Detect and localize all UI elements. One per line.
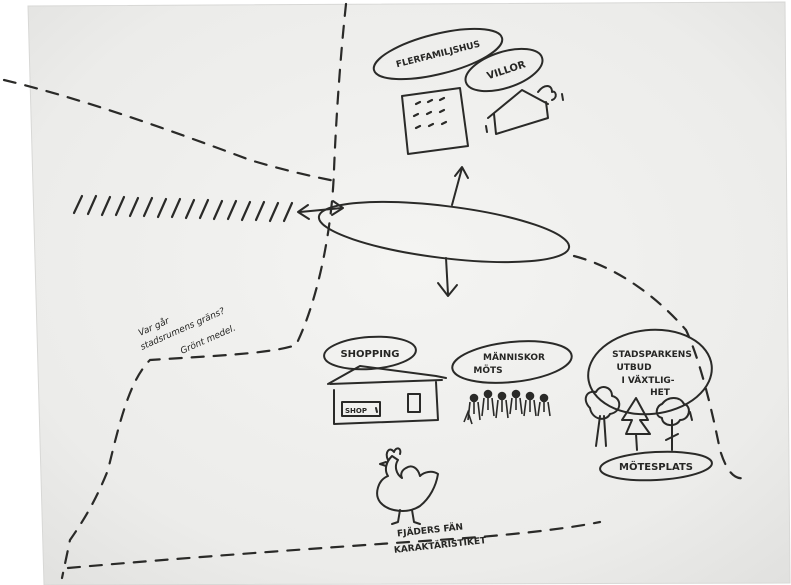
label-mots: MÖTS (473, 365, 502, 376)
label-stadsparkens-4: HET (650, 388, 671, 398)
label-shop-sign: SHOP (345, 407, 367, 415)
label-stadsparkens-2: UTBUD (616, 363, 651, 373)
label-stadsparkens-3: I VÄXTLIG- (621, 375, 674, 386)
label-motesplats: MÖTESPLATS (619, 459, 693, 473)
label-shopping: SHOPPING (340, 349, 399, 360)
paper-background (28, 2, 790, 585)
label-stadsparkens-1: STADSPARKENS (612, 350, 692, 360)
label-manniskor: MÄNNISKOR (483, 352, 545, 363)
